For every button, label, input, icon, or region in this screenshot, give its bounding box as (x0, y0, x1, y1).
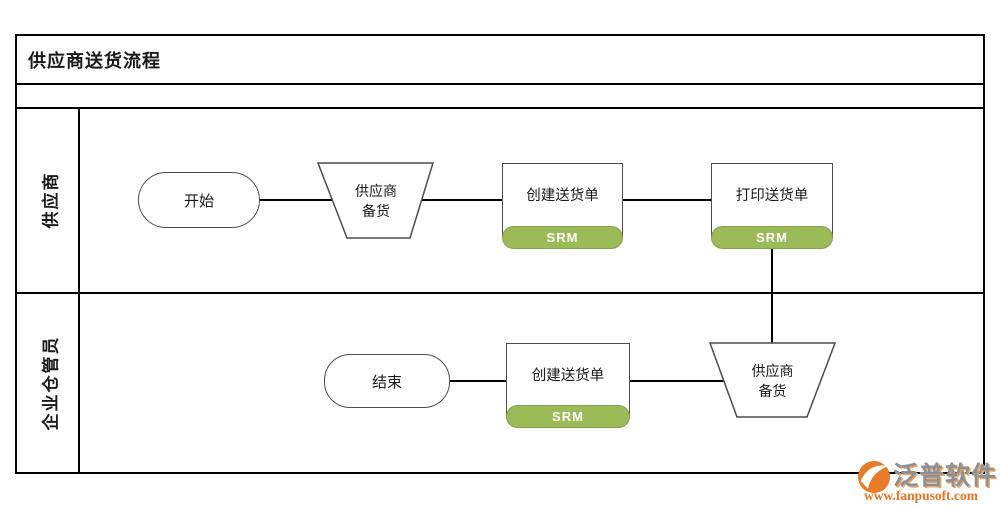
node-end-label: 结束 (371, 373, 402, 391)
node-start-label: 开始 (183, 192, 214, 210)
node-create-delivery-note-top: 创建送货单 (502, 163, 623, 237)
node-create-delivery-note-top-label: 创建送货单 (526, 188, 599, 204)
diagram-frame (15, 34, 985, 474)
node-supplier-prep-bottom-label: 供应商 备货 (751, 362, 794, 399)
lane-divider-line (15, 292, 985, 294)
node-end: 结束 (324, 354, 450, 408)
badge-srm-create-top-label: SRM (546, 230, 579, 245)
connector-prep-to-create (421, 199, 503, 201)
fanpusoft-logo-icon (858, 461, 890, 493)
node-supplier-prep-top-shape (316, 162, 435, 239)
connector-start-to-prep (257, 199, 334, 201)
fanpusoft-logo-brand: 泛普软件 (893, 462, 998, 490)
connector-prep-bottom-to-create-bottom (629, 380, 725, 382)
node-supplier-prep-bottom-shape (708, 342, 837, 418)
node-start: 开始 (138, 172, 260, 228)
lane-label-supplier: 供应商 (41, 171, 61, 229)
badge-srm-create-bottom-label: SRM (552, 409, 584, 424)
connector-create-to-print (622, 199, 712, 201)
node-create-delivery-note-bottom-label: 创建送货单 (531, 367, 605, 384)
node-print-delivery-note-label: 打印送货单 (735, 188, 809, 204)
badge-srm-print-label: SRM (756, 230, 788, 245)
node-supplier-prep-top-label: 供应商 备货 (355, 182, 397, 219)
connector-print-to-prep-bottom (771, 248, 773, 344)
node-print-delivery-note: 打印送货单 (711, 163, 833, 237)
lane-label-column-line (78, 107, 80, 474)
band-divider-line (15, 107, 985, 109)
title-divider-line (15, 83, 985, 85)
connector-create-bottom-to-end (448, 380, 507, 382)
fanpusoft-logo-url: www.fanpusoft.com (864, 488, 979, 503)
badge-srm-create-bottom: SRM (506, 405, 630, 428)
lane-label-warehouse-keeper: 企业仓管员 (41, 335, 61, 431)
badge-srm-create-top: SRM (502, 226, 623, 249)
fanpusoft-logo: 泛普软件 www.fanpusoft.com (856, 457, 1000, 505)
badge-srm-print: SRM (711, 226, 833, 249)
diagram-title: 供应商送货流程 (28, 51, 161, 71)
